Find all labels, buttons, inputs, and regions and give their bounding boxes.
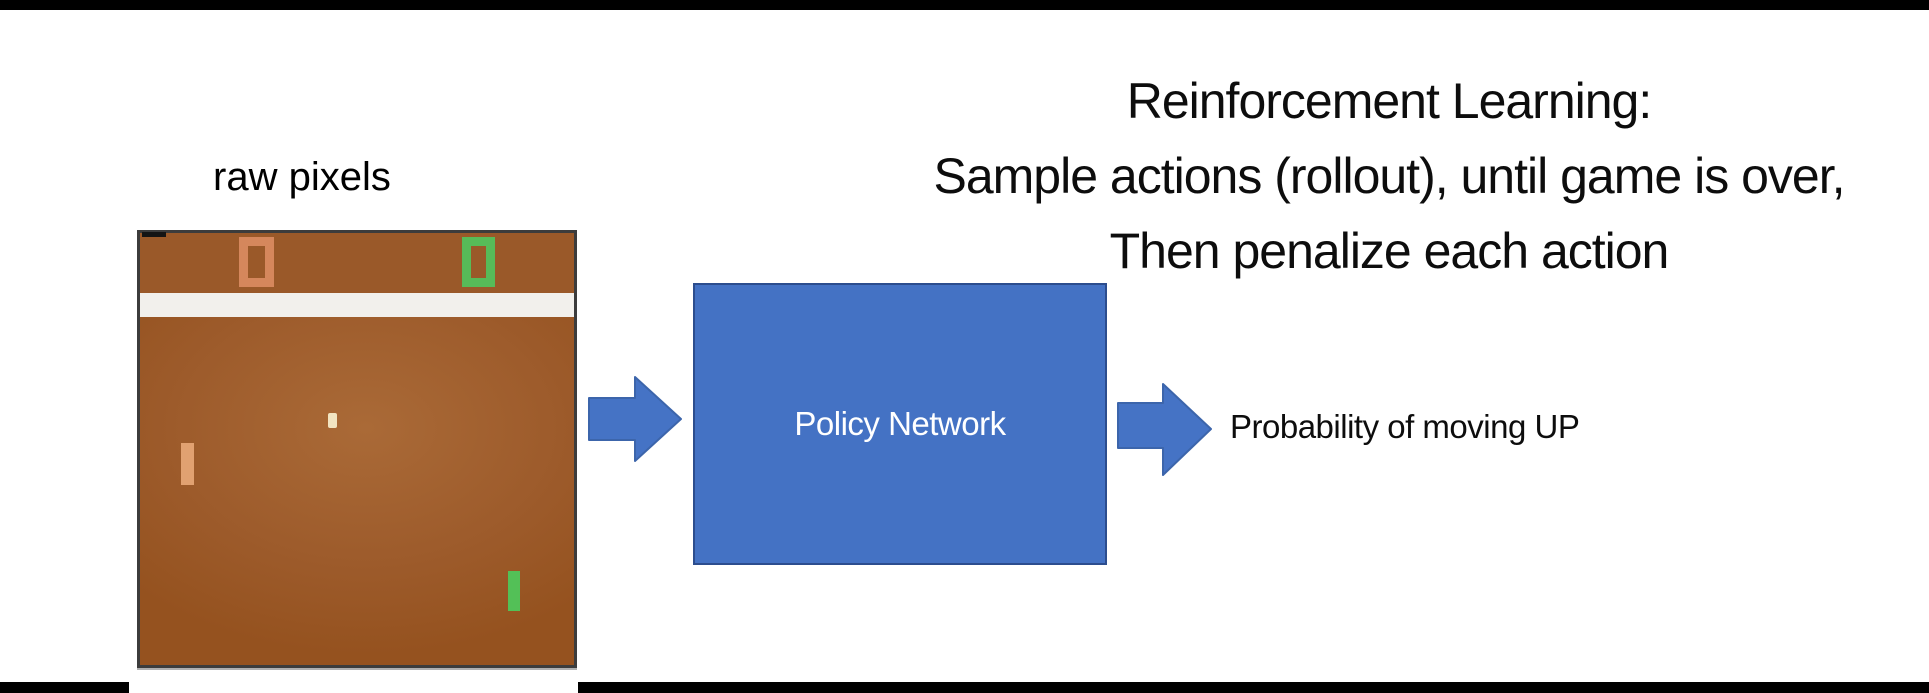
title-line: Reinforcement Learning:: [1126, 73, 1653, 129]
pong-divider-stripe: [140, 293, 574, 317]
slide-title: Reinforcement Learning: Sample actions (…: [849, 64, 1929, 289]
probability-label: Probability of moving UP: [1230, 408, 1580, 445]
top-black-bar: [0, 0, 1929, 10]
title-line: Then penalize each action: [1109, 223, 1670, 279]
policy-network-box: Policy Network: [693, 283, 1107, 565]
pong-game-image: [137, 230, 577, 668]
pong-score-left-digit: [239, 237, 274, 287]
output-arrow-icon: [1117, 383, 1212, 476]
bottom-black-bar-left: [0, 682, 129, 693]
pong-left-paddle: [181, 443, 194, 485]
input-arrow-icon: [588, 376, 682, 462]
title-line: Sample actions (rollout), until game is …: [933, 148, 1846, 204]
bottom-black-bar-right: [578, 682, 1929, 693]
pong-field: [140, 317, 574, 665]
pong-right-paddle: [508, 571, 520, 611]
policy-network-label: Policy Network: [794, 405, 1006, 442]
pong-top-left-notch: [142, 232, 166, 237]
pong-ball: [328, 413, 337, 428]
pong-score-right-digit: [462, 237, 495, 287]
raw-pixels-label: raw pixels: [213, 155, 391, 199]
